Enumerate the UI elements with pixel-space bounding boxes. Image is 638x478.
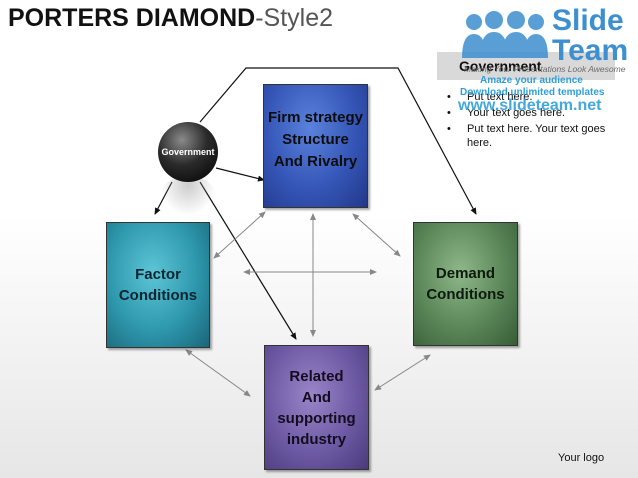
related-industry-box: Related And supporting industry <box>264 345 369 470</box>
brand-line-amaze: Amaze your audience <box>480 75 583 86</box>
logo-placeholder: Your logo <box>558 452 605 464</box>
firm-demand-arrow <box>352 213 401 257</box>
related-industry-label: Related And supporting industry <box>277 368 356 448</box>
government-ball: Government <box>158 122 218 182</box>
government-bullet-list: Put text here. Your text goes here. Put … <box>437 90 615 150</box>
gov-to-related-arrow <box>199 181 297 340</box>
page-title: PORTERS DIAMOND-Style2 <box>8 4 333 33</box>
brand-slide-text: Slide <box>552 4 624 37</box>
firm-strategy-box: Firm strategy Structure And Rivalry <box>263 84 368 208</box>
demand-conditions-box: Demand Conditions <box>413 222 518 346</box>
factor-related-arrow <box>185 349 251 397</box>
factor-conditions-box: Factor Conditions <box>106 222 210 348</box>
government-ball-reflection <box>160 176 216 216</box>
demand-conditions-label: Demand Conditions <box>426 265 505 303</box>
gov-to-firm-arrow <box>215 167 265 182</box>
gov-to-demand-line <box>199 67 477 215</box>
brand-line-download: Download unlimited templates <box>460 87 605 98</box>
people-logo-icon <box>462 11 548 58</box>
bullet-item: Your text goes here. <box>447 106 615 120</box>
government-ball-label: Government <box>161 147 215 157</box>
title-subtitle: -Style2 <box>255 4 334 32</box>
demand-related-arrow <box>374 354 431 391</box>
brand-tagline: Making Your Presentations Look Awesome <box>464 64 626 74</box>
factor-conditions-label: Factor Conditions <box>118 266 198 304</box>
slideteam-watermark: Slide Team Making Your Presentations Loo… <box>458 4 638 116</box>
bullet-item: Put text here. <box>447 90 615 104</box>
brand-team-text: Team <box>552 34 629 67</box>
title-main: PORTERS DIAMOND <box>8 4 256 32</box>
bullet-item: Put text here. Your text goes here. <box>447 122 615 150</box>
brand-url: www.slideteam.net <box>458 97 602 114</box>
firm-factor-arrow <box>213 211 266 259</box>
government-info-panel: Government Put text here. Your text goes… <box>437 52 615 152</box>
firm-strategy-label: Firm strategy Structure And Rivalry <box>267 109 364 170</box>
